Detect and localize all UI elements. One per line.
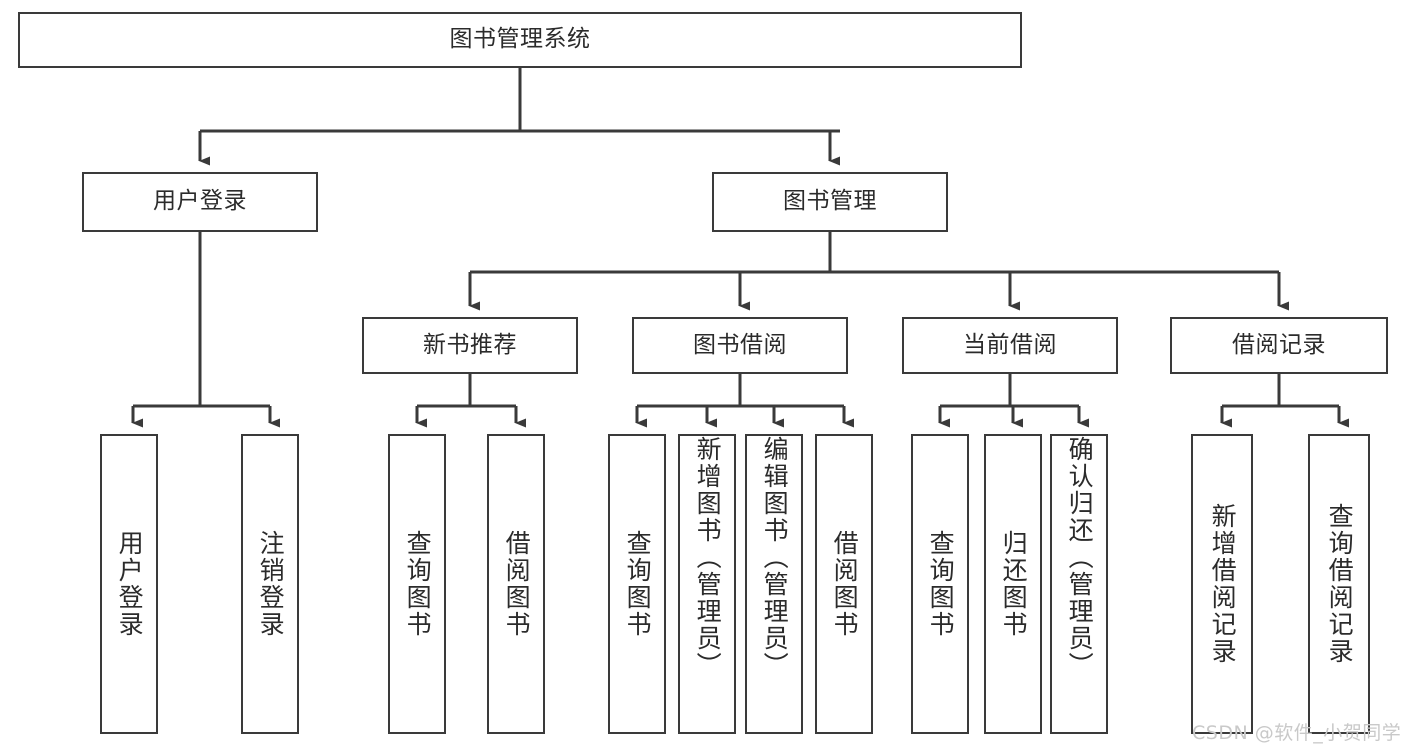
leaf-query-book-borrow-label: 查询图书 [623,530,653,638]
node-new-book-recommend-label: 新书推荐 [423,331,517,358]
leaf-edit-book-admin[interactable]: 编辑图书（管理员） [745,434,803,734]
leaf-borrow-book-recommend[interactable]: 借阅图书 [487,434,545,734]
leaf-user-login[interactable]: 用户登录 [100,434,158,734]
node-user-login[interactable]: 用户登录 [82,172,318,232]
leaf-query-book-recommend[interactable]: 查询图书 [388,434,446,734]
leaf-query-book-current-label: 查询图书 [926,530,956,638]
leaf-query-borrow-record[interactable]: 查询借阅记录 [1308,434,1370,734]
leaf-query-borrow-record-label: 查询借阅记录 [1325,503,1355,665]
node-book-borrow-label: 图书借阅 [693,331,787,358]
node-book-management[interactable]: 图书管理 [712,172,948,232]
node-current-borrow-label: 当前借阅 [963,331,1057,358]
leaf-borrow-book[interactable]: 借阅图书 [815,434,873,734]
node-root-label: 图书管理系统 [449,26,591,53]
leaf-confirm-return-admin[interactable]: 确认归还（管理员） [1050,434,1108,734]
leaf-return-book-label: 归还图书 [999,530,1029,638]
node-borrow-records[interactable]: 借阅记录 [1170,317,1388,374]
leaf-user-logout[interactable]: 注销登录 [241,434,299,734]
leaf-confirm-return-admin-label: 确认归还（管理员） [1065,436,1095,679]
leaf-edit-book-admin-label: 编辑图书（管理员） [760,436,790,679]
leaf-user-logout-label: 注销登录 [256,530,286,638]
node-book-management-label: 图书管理 [783,188,877,215]
leaf-user-login-label: 用户登录 [115,530,145,638]
leaf-add-book-admin-label: 新增图书（管理员） [693,436,723,679]
leaf-query-book-recommend-label: 查询图书 [403,530,433,638]
leaf-add-borrow-record-label: 新增借阅记录 [1208,503,1238,665]
leaf-query-book-current[interactable]: 查询图书 [911,434,969,734]
node-current-borrow[interactable]: 当前借阅 [902,317,1118,374]
node-user-login-label: 用户登录 [153,188,247,215]
node-root[interactable]: 图书管理系统 [18,12,1022,68]
leaf-add-book-admin[interactable]: 新增图书（管理员） [678,434,736,734]
node-book-borrow[interactable]: 图书借阅 [632,317,848,374]
leaf-borrow-book-label: 借阅图书 [830,530,860,638]
leaf-query-book-borrow[interactable]: 查询图书 [608,434,666,734]
leaf-add-borrow-record[interactable]: 新增借阅记录 [1191,434,1253,734]
leaf-return-book[interactable]: 归还图书 [984,434,1042,734]
leaf-borrow-book-recommend-label: 借阅图书 [502,530,532,638]
node-new-book-recommend[interactable]: 新书推荐 [362,317,578,374]
node-borrow-records-label: 借阅记录 [1232,331,1326,358]
watermark-text: CSDN @软件_小贺同学 [1192,722,1402,744]
